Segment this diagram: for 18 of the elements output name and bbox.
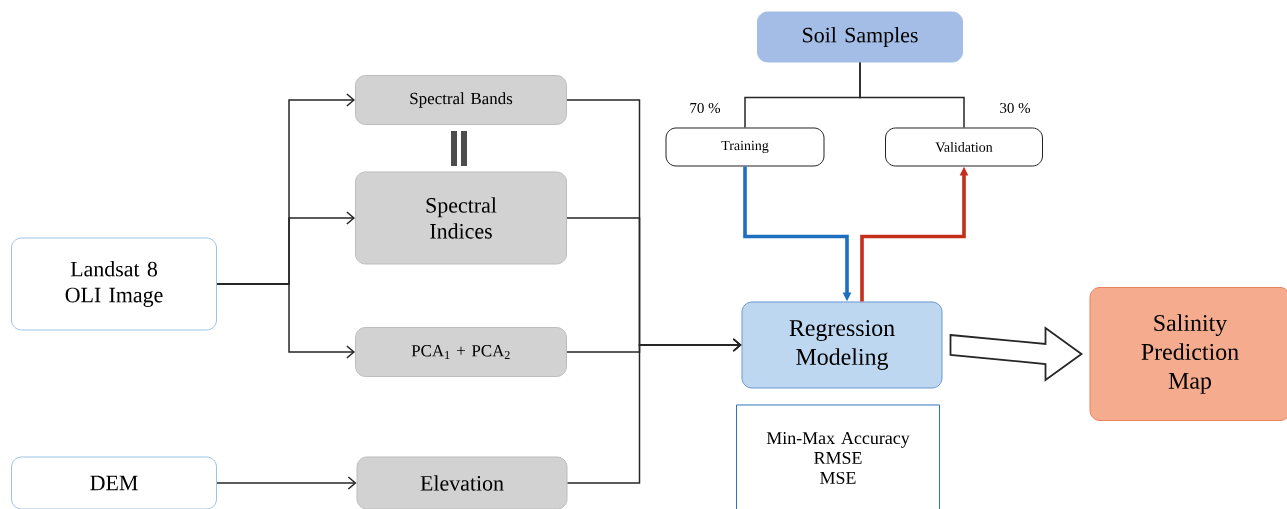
edge-label: 70 % bbox=[688, 101, 722, 115]
process-box: Soil Samples bbox=[757, 11, 963, 63]
metrics-box: Min-Max Accuracy RMSE MSE bbox=[736, 404, 940, 509]
process-box: Training bbox=[665, 127, 825, 167]
process-box: PCA$_{1}$ + PCA$_{2}$ bbox=[355, 327, 567, 377]
process-box: Elevation bbox=[356, 456, 568, 509]
arrow bbox=[566, 338, 742, 484]
block-arrow bbox=[949, 326, 1084, 382]
process-box: Regression Modeling bbox=[741, 301, 943, 389]
output-box: Salinity Prediction Map bbox=[1089, 287, 1287, 421]
input-box: DEM bbox=[11, 456, 217, 509]
process-box: Spectral Bands bbox=[355, 75, 567, 125]
process-box: Spectral Indices bbox=[355, 171, 567, 265]
input-box: Landsat 8 OLI Image bbox=[11, 237, 217, 331]
arrow bbox=[216, 476, 357, 490]
arrow bbox=[216, 283, 355, 359]
edge-label: 30 % bbox=[998, 101, 1032, 115]
process-box: Validation bbox=[885, 127, 1043, 167]
